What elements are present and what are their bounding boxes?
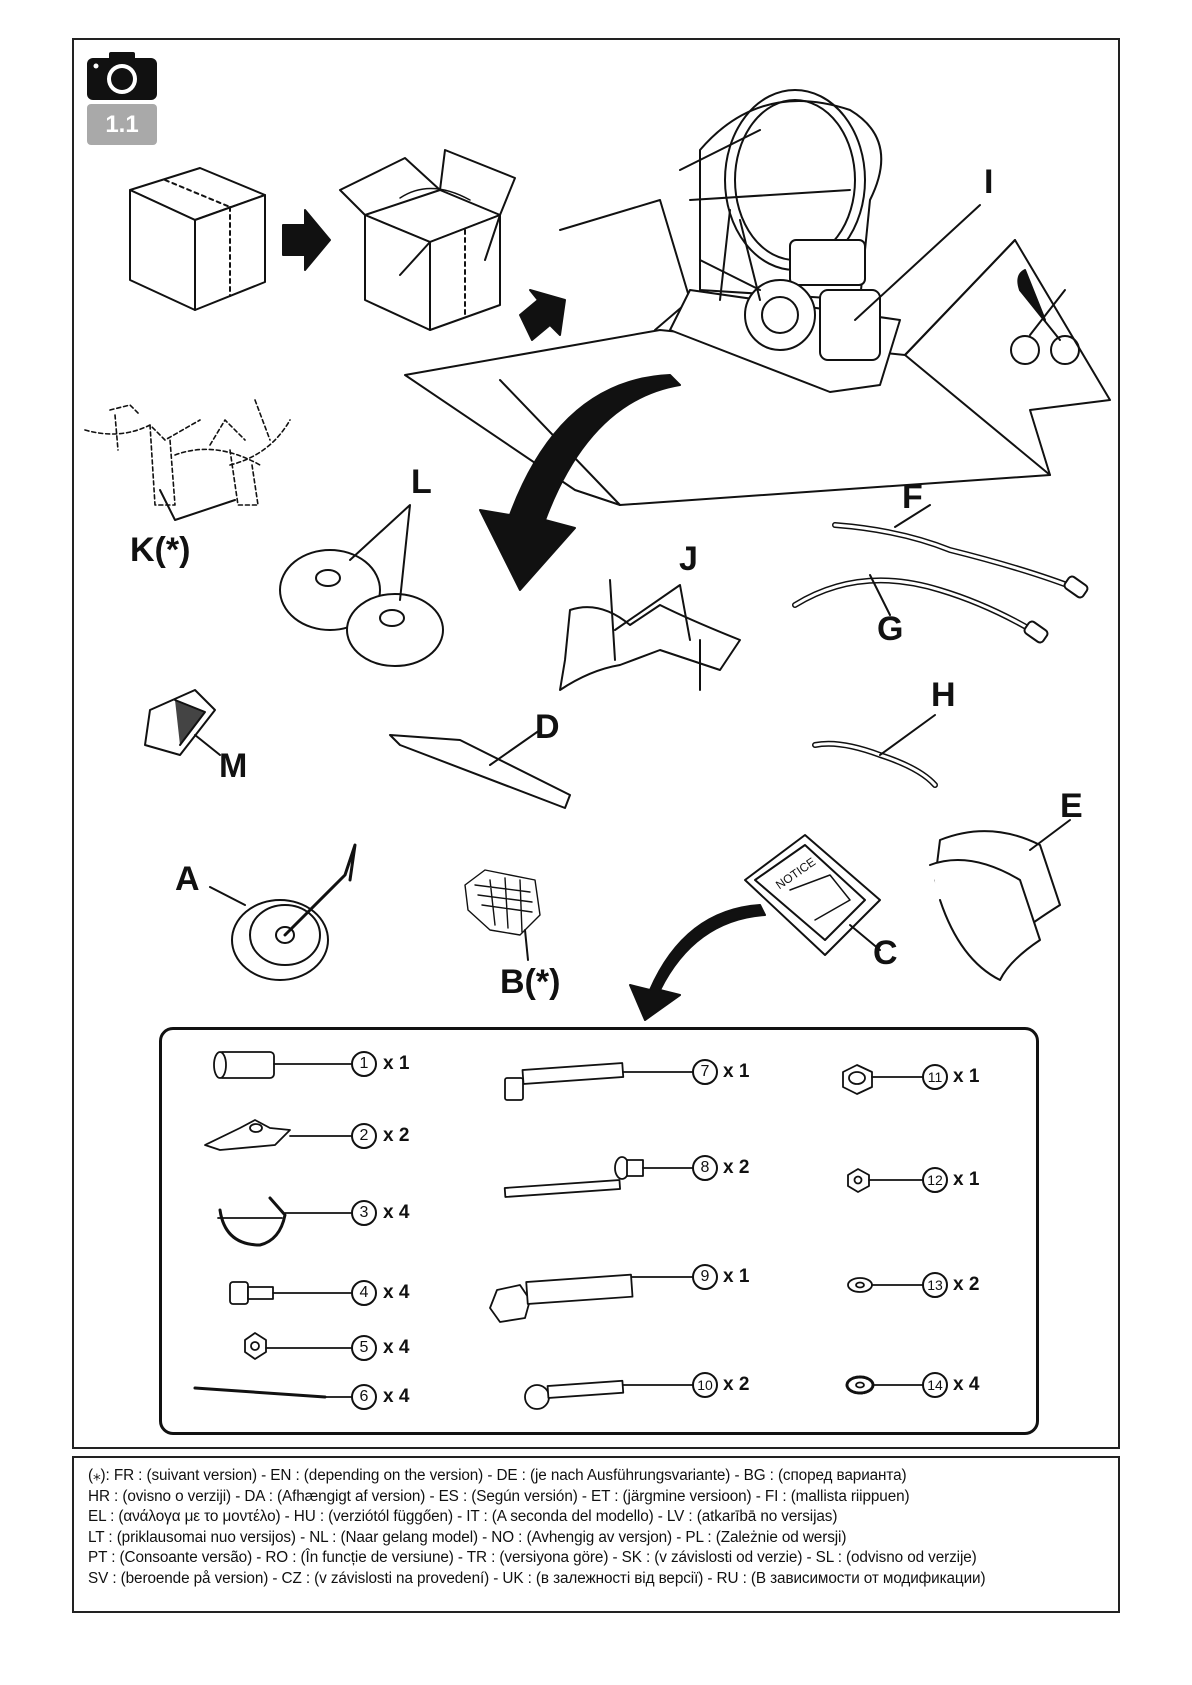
hardware-qty: x 1	[723, 1061, 750, 1082]
label-h: H	[931, 676, 956, 714]
part-h-drawing	[812, 740, 938, 788]
label-k: K(*)	[130, 531, 191, 569]
footnote-line: SV : (beroende på version) - CZ : (v záv…	[88, 1569, 986, 1587]
hardware-number: 6	[351, 1384, 377, 1410]
footnote-line: HR : (ovisno o verziji) - DA : (Afhængig…	[88, 1487, 910, 1505]
hardware-qty: x 4	[953, 1374, 980, 1395]
tiller-machine-drawing	[669, 89, 901, 393]
part-b-drawing	[464, 869, 541, 936]
label-d: D	[535, 708, 560, 746]
hardware-number: 7	[692, 1059, 718, 1085]
hardware-qty: x 1	[723, 1266, 750, 1287]
hardware-qty: x 4	[383, 1337, 410, 1358]
arrow-right-icon	[282, 209, 331, 271]
hardware-number: 10	[692, 1372, 718, 1398]
hardware-number: 4	[351, 1280, 377, 1306]
label-f: F	[902, 478, 923, 516]
closed-box-drawing	[129, 167, 266, 311]
footnote-line: (⁎): FR : (suivant version) - EN : (depe…	[88, 1467, 907, 1484]
hardware-qty: x 4	[383, 1202, 410, 1223]
hardware-number: 11	[922, 1064, 948, 1090]
part-j-drawing	[559, 579, 741, 691]
hardware-number: 3	[351, 1200, 377, 1226]
label-e: E	[1060, 787, 1083, 825]
label-i: I	[984, 163, 994, 201]
hardware-number: 9	[692, 1264, 718, 1290]
hardware-qty: x 1	[383, 1053, 410, 1074]
label-m: M	[219, 747, 248, 785]
hardware-number: 5	[351, 1335, 377, 1361]
hardware-drawings	[193, 1051, 924, 1410]
curved-arrow-icon	[479, 374, 681, 591]
illustration-frame	[72, 38, 1120, 1449]
hardware-number: 13	[922, 1272, 948, 1298]
scissors-icon	[1010, 269, 1080, 365]
footnote-line: EL : (ανάλογα με το μοντέλο) - HU : (ver…	[88, 1508, 838, 1526]
part-m-drawing	[144, 689, 216, 756]
part-g-drawing	[792, 577, 1049, 644]
hardware-qty: x 4	[383, 1386, 410, 1407]
part-f-drawing	[832, 522, 1089, 599]
part-d-drawing	[389, 734, 571, 809]
label-l: L	[411, 463, 432, 501]
part-c-drawing	[744, 834, 881, 956]
label-c: C	[873, 934, 898, 972]
hardware-number: 1	[351, 1051, 377, 1077]
hardware-qty: x 1	[953, 1066, 980, 1087]
label-b: B(*)	[500, 963, 561, 1001]
hardware-number: 8	[692, 1155, 718, 1181]
hardware-number: 14	[922, 1372, 948, 1398]
hardware-qty: x 2	[383, 1125, 410, 1146]
label-g: G	[877, 610, 904, 648]
hardware-qty: x 4	[383, 1282, 410, 1303]
footnote-line: LT : (priklausomai nuo versijos) - NL : …	[88, 1528, 847, 1546]
camera-icon	[87, 52, 157, 100]
footnote-box: (⁎): FR : (suivant version) - EN : (depe…	[72, 1456, 1120, 1613]
hardware-kit-box	[159, 1027, 1039, 1435]
part-a-drawing	[231, 843, 357, 981]
small-curved-arrow-icon	[629, 904, 766, 1021]
arrow-down-right-icon	[519, 289, 566, 341]
part-k-drawing	[84, 399, 291, 506]
label-j: J	[679, 540, 698, 578]
step-badge: 1.1	[87, 104, 157, 145]
label-a: A	[175, 860, 200, 898]
hardware-number: 12	[922, 1167, 948, 1193]
part-e-drawing	[929, 830, 1061, 981]
hardware-number: 2	[351, 1123, 377, 1149]
hardware-qty: x 2	[723, 1374, 750, 1395]
footnote-line: PT : (Consoante versão) - RO : (În funcț…	[88, 1549, 977, 1567]
hardware-qty: x 2	[953, 1274, 980, 1295]
hardware-qty: x 2	[723, 1157, 750, 1178]
hardware-qty: x 1	[953, 1169, 980, 1190]
part-l-drawing	[279, 549, 444, 667]
open-box-drawing	[339, 149, 516, 331]
